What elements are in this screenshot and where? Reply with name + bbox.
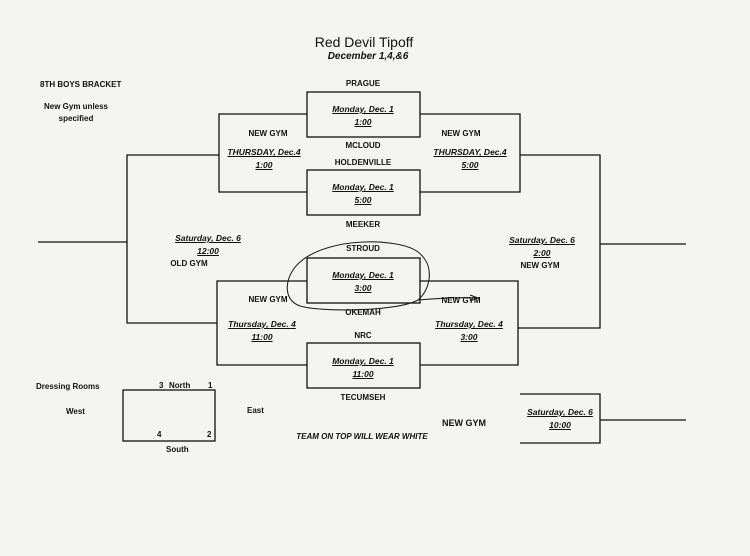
game4-day: Monday, Dec. 1	[332, 356, 394, 366]
footer-note: TEAM ON TOP WILL WEAR WHITE	[296, 432, 428, 441]
final-left-day: Saturday, Dec. 6	[175, 233, 241, 243]
consolation-gym: NEW GYM	[442, 418, 486, 428]
game2-day: Monday, Dec. 1	[332, 182, 394, 192]
sf-right-top-gym: NEW GYM	[441, 129, 481, 138]
sf-left-top-day: THURSDAY, Dec.4	[227, 147, 301, 157]
gym-note-line-1: New Gym unless	[43, 102, 109, 111]
sf-right-bottom-gym: NEW GYM	[441, 296, 481, 305]
final-right-time: 2:00	[533, 248, 551, 258]
team-prague: PRAGUE	[345, 79, 381, 88]
team-tecumseh: TECUMSEH	[340, 393, 386, 402]
final-right-gym: NEW GYM	[520, 261, 560, 270]
sf-right-top-time: 5:00	[461, 160, 479, 170]
team-stroud: STROUD	[346, 244, 380, 253]
game2-time: 5:00	[354, 195, 372, 205]
sf-left-bottom-day: Thursday, Dec. 4	[228, 319, 296, 329]
sf-right-bottom-time: 3:00	[460, 332, 478, 342]
final-left-gym: OLD GYM	[170, 259, 208, 268]
game3-time: 3:00	[354, 283, 372, 293]
game3-day: Monday, Dec. 1	[332, 270, 394, 280]
dressing-rooms-title: Dressing Rooms	[36, 382, 100, 391]
team-meeker: MEEKER	[345, 220, 381, 229]
dressing-room-3: 3	[159, 381, 164, 390]
sf-left-top-time: 1:00	[255, 160, 273, 170]
bracket-label: 8TH BOYS BRACKET	[40, 80, 122, 89]
game1-day: Monday, Dec. 1	[332, 104, 394, 114]
consolation-day: Saturday, Dec. 6	[527, 407, 593, 417]
dressing-north: North	[169, 381, 191, 390]
dressing-west: West	[66, 407, 85, 416]
gym-note-line-2: specified	[58, 114, 94, 123]
pen-circle-annotation	[286, 241, 480, 311]
team-nrc: NRC	[354, 331, 372, 340]
team-mcloud: MCLOUD	[345, 141, 381, 150]
page-dates: December 1,4,&6	[327, 51, 409, 62]
consolation-time: 10:00	[549, 420, 571, 430]
game4-time: 11:00	[352, 369, 374, 379]
sf-right-bottom-day: Thursday, Dec. 4	[435, 319, 503, 329]
game1-time: 1:00	[354, 117, 372, 127]
dressing-south: South	[166, 445, 189, 454]
final-left-time: 12:00	[197, 246, 219, 256]
final-right-day: Saturday, Dec. 6	[509, 235, 575, 245]
dressing-room-2: 2	[207, 430, 212, 439]
sf-right-top-day: THURSDAY, Dec.4	[433, 147, 507, 157]
dressing-east: East	[247, 406, 264, 415]
team-holdenville: HOLDENVILLE	[334, 158, 392, 167]
sf-left-top-gym: NEW GYM	[248, 129, 288, 138]
dressing-room-1: 1	[208, 381, 213, 390]
dressing-room-4: 4	[157, 430, 162, 439]
sf-left-bottom-time: 11:00	[251, 332, 273, 342]
team-okemah: OKEMAH	[345, 308, 381, 317]
page-title: Red Devil Tipoff	[314, 34, 414, 50]
sf-left-bottom-gym: NEW GYM	[248, 295, 288, 304]
